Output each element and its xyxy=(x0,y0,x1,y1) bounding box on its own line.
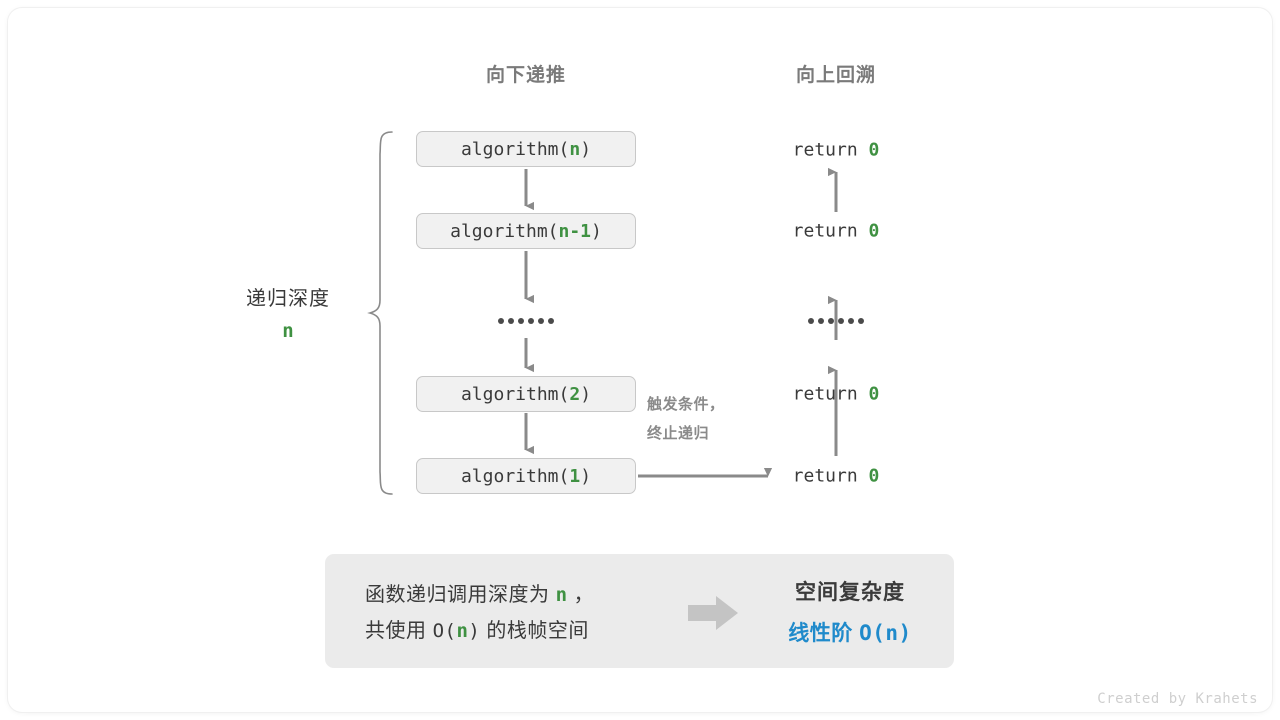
summary-line-1-text: 函数递归调用深度为 xyxy=(365,584,550,606)
return-value: 0 xyxy=(868,383,880,405)
summary-line-2: 共使用 O(n) 的栈帧空间 xyxy=(365,613,594,649)
header-downward-recursion: 向下递推 xyxy=(485,65,567,86)
recursion-depth-text: 递归深度 xyxy=(246,288,330,310)
call-box-suffix: ) xyxy=(580,383,592,405)
dot xyxy=(818,318,824,324)
call-box-arg: 1 xyxy=(569,465,581,487)
dot xyxy=(528,318,534,324)
return-value: 0 xyxy=(868,139,880,161)
call-box-2[interactable]: algorithm(2) xyxy=(416,376,636,412)
call-box-suffix: ) xyxy=(580,465,592,487)
summary-line-2-variable: n xyxy=(456,620,469,642)
dot xyxy=(848,318,854,324)
summary-line-2-text: 共使用 xyxy=(365,620,427,642)
return-value: 0 xyxy=(868,220,880,242)
ellipsis-dots-right xyxy=(808,318,864,324)
recursion-depth-value: n xyxy=(282,320,294,342)
summary-line-2-big-o-close: ) xyxy=(468,620,481,642)
summary-line-1-comma: ， xyxy=(573,584,595,606)
return-keyword: return xyxy=(792,383,858,405)
summary-line-2-big-o-open: O( xyxy=(432,620,457,642)
call-box-1[interactable]: algorithm(1) xyxy=(416,458,636,494)
call-box-n[interactable]: algorithm(n) xyxy=(416,131,636,167)
return-label-3: return 0 xyxy=(793,384,880,405)
call-box-suffix: ) xyxy=(591,220,602,242)
return-keyword: return xyxy=(792,220,858,242)
recursion-depth-label: 递归深度 n xyxy=(246,282,330,342)
complexity-value-notation: O(n) xyxy=(859,621,912,645)
dot xyxy=(828,318,834,324)
dot xyxy=(858,318,864,324)
dot xyxy=(838,318,844,324)
call-box-n-minus-1[interactable]: algorithm(n-1) xyxy=(416,213,636,249)
complexity-title: 空间复杂度 xyxy=(795,581,905,604)
return-label-4: return 0 xyxy=(793,466,880,487)
summary-description: 函数递归调用深度为 n ， 共使用 O(n) 的栈帧空间 xyxy=(365,577,594,649)
call-box-prefix: algorithm( xyxy=(450,220,559,242)
complexity-value: 线性阶 O(n) xyxy=(765,617,935,647)
summary-line-2-tail: 的栈帧空间 xyxy=(486,620,589,642)
dot xyxy=(508,318,514,324)
base-case-note-line1: 触发条件， xyxy=(647,396,725,413)
base-case-note: 触发条件， 终止递归 xyxy=(647,390,725,448)
complexity-result: 空间复杂度 线性阶 O(n) xyxy=(765,576,935,647)
ellipsis-dots-left xyxy=(498,318,554,324)
dot xyxy=(548,318,554,324)
header-upward-backtrack: 向上回溯 xyxy=(795,65,877,86)
return-label-2: return 0 xyxy=(793,221,880,242)
call-box-prefix: algorithm( xyxy=(460,138,570,160)
return-keyword: return xyxy=(792,465,858,487)
summary-line-1: 函数递归调用深度为 n ， xyxy=(365,577,594,613)
return-value: 0 xyxy=(868,465,880,487)
summary-panel: 函数递归调用深度为 n ， 共使用 O(n) 的栈帧空间 空间复杂度 线性阶 O… xyxy=(325,554,954,668)
call-box-arg: n-1 xyxy=(558,220,592,242)
dot xyxy=(808,318,814,324)
call-box-prefix: algorithm( xyxy=(460,465,570,487)
right-arrow-glyph xyxy=(688,596,738,630)
call-box-arg: 2 xyxy=(569,383,581,405)
call-box-arg: n xyxy=(569,138,581,160)
return-keyword: return xyxy=(792,139,858,161)
call-box-suffix: ) xyxy=(580,138,592,160)
call-box-prefix: algorithm( xyxy=(460,383,570,405)
credit-text: Created by Krahets xyxy=(1097,691,1258,707)
dot xyxy=(538,318,544,324)
right-arrow-icon xyxy=(688,596,738,635)
base-case-note-line2: 终止递归 xyxy=(647,425,710,442)
return-label-1: return 0 xyxy=(793,140,880,161)
summary-line-1-variable: n xyxy=(555,584,568,606)
complexity-value-label: 线性阶 xyxy=(788,622,853,645)
dot xyxy=(498,318,504,324)
dot xyxy=(518,318,524,324)
